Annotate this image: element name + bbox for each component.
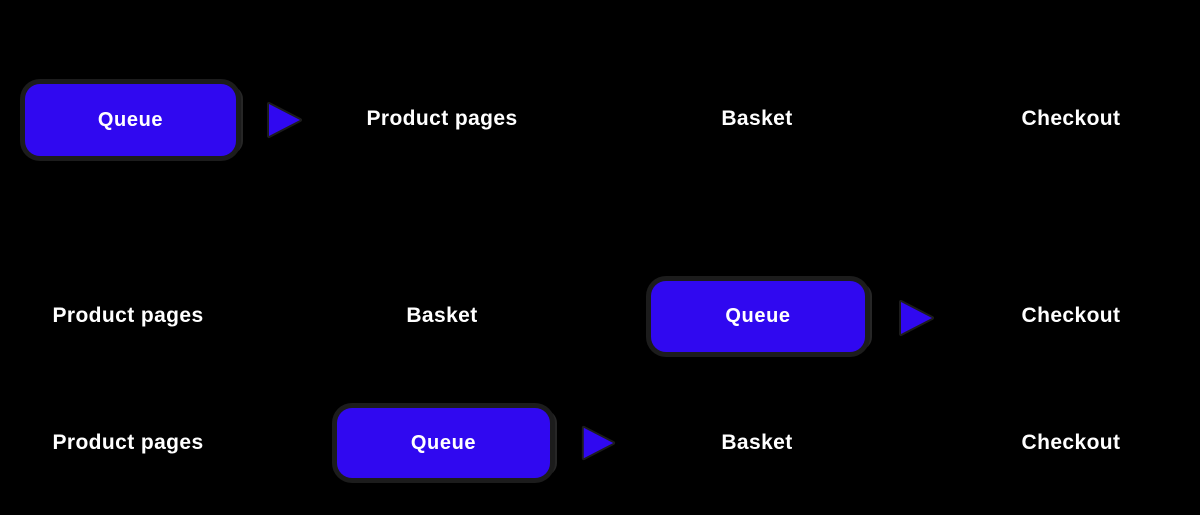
step-label-basket: Basket	[721, 431, 793, 454]
step-label-basket: Basket	[721, 107, 793, 130]
queue-node-label: Queue	[410, 431, 477, 454]
step-label-product-pages: Product pages	[52, 304, 204, 327]
step-label-basket: Basket	[406, 304, 478, 327]
arrow-right-icon	[896, 298, 936, 338]
arrow-right-icon	[264, 100, 304, 140]
queue-node[interactable]: Queue	[25, 84, 236, 156]
queue-node[interactable]: Queue	[651, 281, 865, 352]
step-label-product-pages: Product pages	[52, 431, 204, 454]
queue-node[interactable]: Queue	[337, 408, 550, 478]
step-label-product-pages: Product pages	[366, 107, 518, 130]
step-label-checkout: Checkout	[1021, 431, 1121, 454]
queue-node-label: Queue	[97, 108, 164, 131]
step-label-checkout: Checkout	[1021, 304, 1121, 327]
queue-node-label: Queue	[725, 305, 791, 327]
arrow-right-icon	[579, 424, 617, 462]
step-label-checkout: Checkout	[1021, 107, 1121, 130]
